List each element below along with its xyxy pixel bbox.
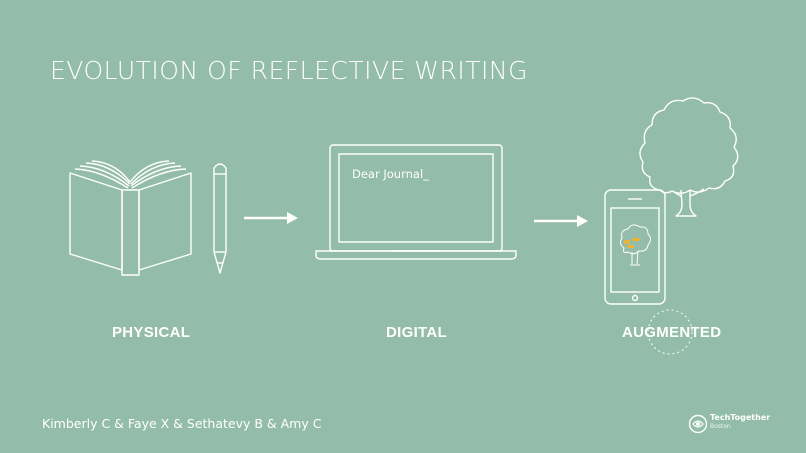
tree-icon	[639, 97, 739, 217]
stage-label-physical: PHYSICAL	[112, 324, 191, 341]
smartphone-icon	[604, 189, 666, 305]
dotted-circle-icon	[647, 309, 693, 355]
arrow-right-icon	[534, 215, 588, 227]
arrow-right-icon	[244, 212, 298, 224]
logo-icon	[688, 414, 708, 434]
laptop-screen-text: Dear Journal_	[352, 167, 429, 181]
pencil-icon	[213, 163, 227, 274]
book-icon	[69, 160, 192, 276]
stage-label-augmented: AUGMENTED	[622, 324, 722, 341]
stage-label-digital: DIGITAL	[386, 324, 447, 341]
slide-title: EVOLUTION OF REFLECTIVE WRITING	[50, 56, 528, 85]
techtogether-logo: TechTogether Boston	[688, 410, 798, 438]
tree-icon	[619, 224, 651, 266]
logo-name: TechTogether	[710, 413, 771, 422]
laptop-icon	[315, 144, 517, 260]
credits: Kimberly C & Faye X & Sethatevy B & Amy …	[42, 416, 322, 431]
logo-city: Boston	[710, 423, 731, 430]
